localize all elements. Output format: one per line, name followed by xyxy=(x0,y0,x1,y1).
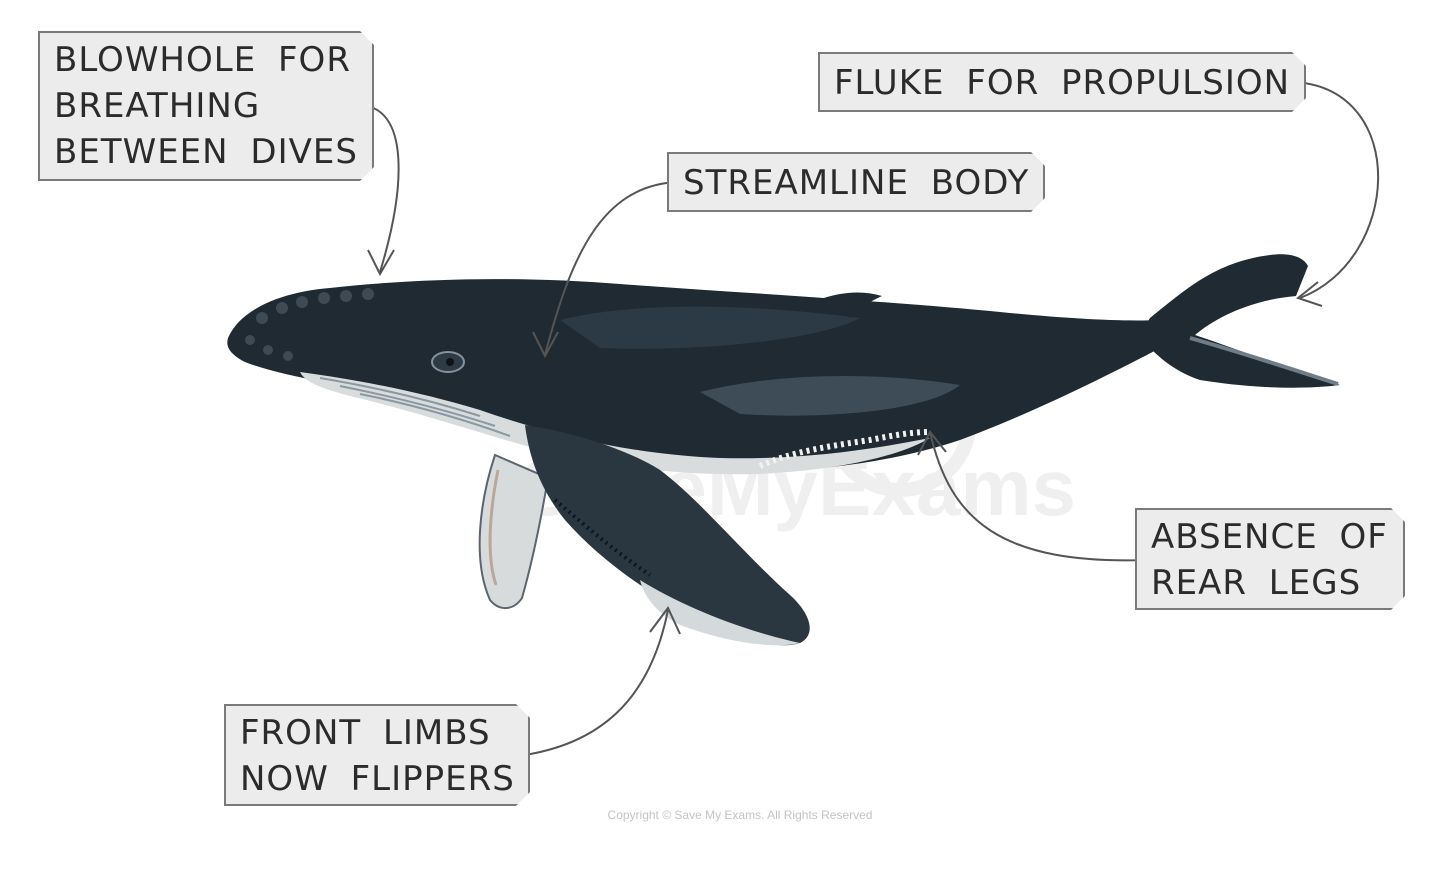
connector-fluke xyxy=(1294,81,1380,299)
label-flippers: FRONT LIMBS NOW FLIPPERS xyxy=(224,704,530,806)
label-fluke: FLUKE FOR PROPULSION xyxy=(818,52,1306,112)
label-streamline: STREAMLINE BODY xyxy=(667,152,1045,212)
label-blowhole-line-3: BETWEEN DIVES xyxy=(54,132,358,172)
label-rear-legs-line-1: ABSENCE OF xyxy=(1151,517,1388,557)
connector-rearlegs xyxy=(929,431,1149,562)
connector-streamline xyxy=(544,181,679,356)
copyright-notice: Copyright © Save My Exams. All Rights Re… xyxy=(607,808,873,822)
whale-illustration xyxy=(227,254,1340,646)
label-flippers-line-2: NOW FLIPPERS xyxy=(240,759,515,799)
connector-flippers xyxy=(517,609,669,757)
label-fluke-line-1: FLUKE FOR PROPULSION xyxy=(834,63,1291,103)
label-blowhole: BLOWHOLE FOR BREATHING BETWEEN DIVES xyxy=(38,31,374,181)
connector-blowhole xyxy=(361,104,400,273)
far-flipper xyxy=(478,453,550,609)
tail-fluke xyxy=(1140,254,1340,388)
near-flipper xyxy=(525,425,810,646)
label-rear-legs: ABSENCE OF REAR LEGS xyxy=(1135,508,1405,610)
dorsal-fin xyxy=(818,292,882,318)
head-tubercles xyxy=(245,288,374,361)
label-streamline-line-1: STREAMLINE BODY xyxy=(683,163,1030,203)
whale-body xyxy=(227,279,1160,473)
throat-grooves xyxy=(319,377,511,437)
label-blowhole-line-1: BLOWHOLE FOR xyxy=(54,40,351,80)
label-flippers-line-1: FRONT LIMBS xyxy=(240,713,491,753)
label-rear-legs-line-2: REAR LEGS xyxy=(1151,563,1362,603)
label-blowhole-line-2: BREATHING xyxy=(54,86,261,126)
